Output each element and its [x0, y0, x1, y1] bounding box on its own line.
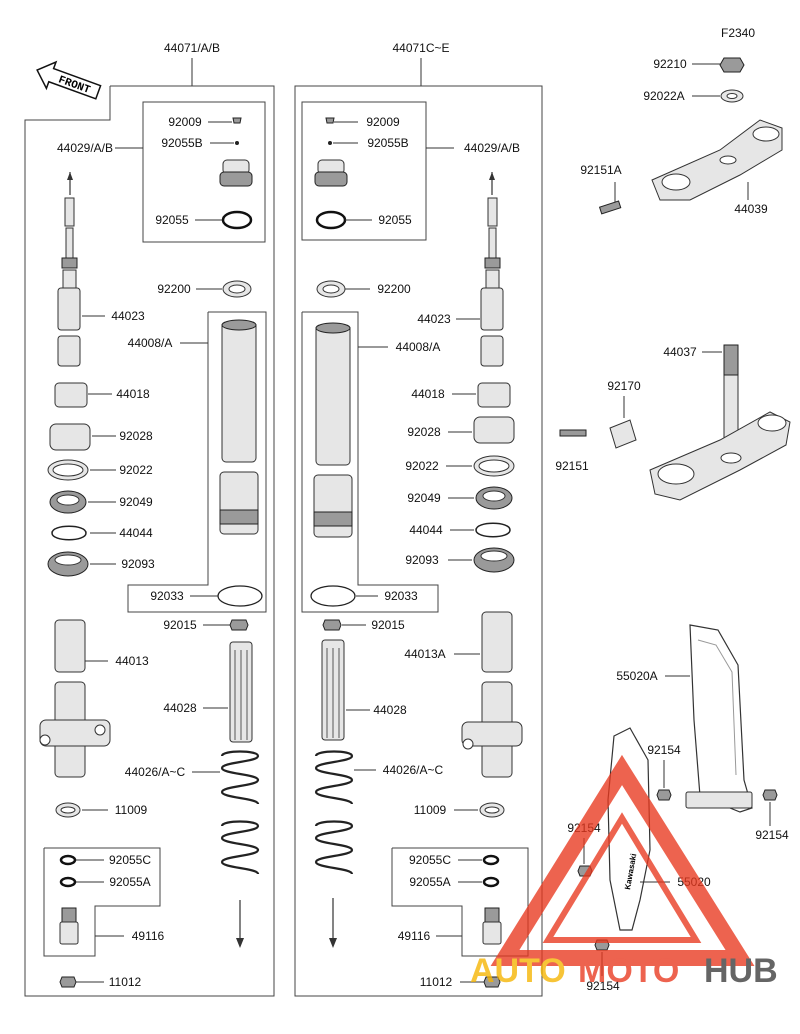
watermark-word-3: HUB: [704, 952, 778, 990]
label-r-92022: 92022: [405, 459, 439, 473]
label-92055B: 92055B: [161, 136, 202, 150]
piston-rod-right: [321, 639, 345, 741]
piston-rod: [229, 641, 253, 743]
label-92200: 92200: [157, 282, 191, 296]
label-55020A: 55020A: [616, 669, 657, 683]
label-44026: 44026/A~C: [125, 765, 186, 779]
label-92022A: 92022A: [643, 89, 684, 103]
fork-cap-bolt: [219, 159, 253, 187]
label-92170: 92170: [607, 379, 641, 393]
label-92028: 92028: [119, 429, 153, 443]
label-r-44018: 44018: [411, 387, 445, 401]
label-r-92055B: 92055B: [367, 136, 408, 150]
watermark-word-2: MOTO: [578, 952, 679, 990]
label-92154-d: 92154: [586, 979, 620, 993]
left-assembly-label: 44071/A/B: [164, 41, 220, 55]
label-r-44029: 44029/A/B: [464, 141, 520, 155]
watermark-logo: AUTO MOTO HUB: [470, 754, 778, 990]
label-44028: 44028: [163, 701, 197, 715]
label-r-92055A: 92055A: [409, 875, 450, 889]
valve-49116: [59, 907, 79, 945]
outer-tube-bottom-right: [461, 611, 523, 778]
label-44013: 44013: [115, 654, 149, 668]
label-11009: 11009: [115, 803, 148, 817]
label-92210: 92210: [653, 57, 687, 71]
label-r-92015: 92015: [371, 618, 405, 632]
label-r-92055: 92055: [378, 213, 412, 227]
label-r-44008: 44008/A: [396, 340, 441, 354]
label-92151: 92151: [555, 459, 589, 473]
label-92033: 92033: [150, 589, 184, 603]
label-r-44044: 44044: [409, 523, 443, 537]
right-fork-assembly: 44071C~E 92009 92055B 92055 44029/A/B 92…: [294, 41, 543, 997]
inner-tube-right: [313, 322, 353, 538]
label-r-44026: 44026/A~C: [383, 763, 444, 777]
label-r-44023: 44023: [417, 312, 451, 326]
label-11012: 11012: [109, 975, 142, 989]
label-92154-b: 92154: [755, 828, 789, 842]
label-92093: 92093: [121, 557, 155, 571]
label-44029: 44029/A/B: [57, 141, 113, 155]
label-r-11012: 11012: [420, 975, 453, 989]
inner-tube: [219, 319, 259, 535]
label-92055C: 92055C: [109, 853, 151, 867]
label-44044: 44044: [119, 526, 153, 540]
label-44023: 44023: [111, 309, 145, 323]
label-44008: 44008/A: [128, 336, 173, 350]
label-r-92093: 92093: [405, 553, 439, 567]
label-44039: 44039: [734, 202, 768, 216]
lower-triple-clamp: 44037 92170 92151: [555, 344, 791, 501]
label-44018: 44018: [116, 387, 150, 401]
fork-guard-55020A: 55020A 92154 92154: [616, 624, 789, 842]
label-r-49116: 49116: [398, 929, 431, 943]
label-r-92033: 92033: [384, 589, 418, 603]
label-r-92009: 92009: [366, 115, 400, 129]
fork-spring-right: [314, 750, 354, 876]
label-r-92028: 92028: [407, 425, 441, 439]
label-r-44013A: 44013A: [404, 647, 445, 661]
label-92154-a: 92154: [647, 743, 681, 757]
fork-cap-bolt-right: [314, 159, 348, 187]
label-r-92049: 92049: [407, 491, 441, 505]
front-arrow-icon: FRONT: [36, 60, 102, 100]
outer-tube-bottom: [39, 619, 111, 778]
label-92055: 92055: [155, 213, 189, 227]
fork-spring: [220, 750, 260, 876]
label-49116: 49116: [132, 929, 165, 943]
label-r-11009: 11009: [414, 803, 447, 817]
label-92015: 92015: [163, 618, 197, 632]
upper-triple-clamp: 92210 92022A 92151A 44039: [580, 57, 783, 216]
right-assembly-label: 44071C~E: [392, 41, 449, 55]
label-92022: 92022: [119, 463, 153, 477]
label-r-92200: 92200: [377, 282, 411, 296]
left-fork-assembly: 44071/A/B 44029/A/B 92009 92055B 92055 4…: [24, 41, 275, 997]
watermark-word-1: AUTO: [470, 952, 566, 990]
label-92151A: 92151A: [580, 163, 621, 177]
diagram-id: F2340: [721, 26, 755, 40]
label-r-44028: 44028: [373, 703, 407, 717]
label-44037: 44037: [663, 345, 697, 359]
label-92055A: 92055A: [109, 875, 150, 889]
label-r-92055C: 92055C: [409, 853, 451, 867]
valve-49116-right: [482, 907, 502, 945]
label-92009: 92009: [168, 115, 202, 129]
label-92049: 92049: [119, 495, 153, 509]
